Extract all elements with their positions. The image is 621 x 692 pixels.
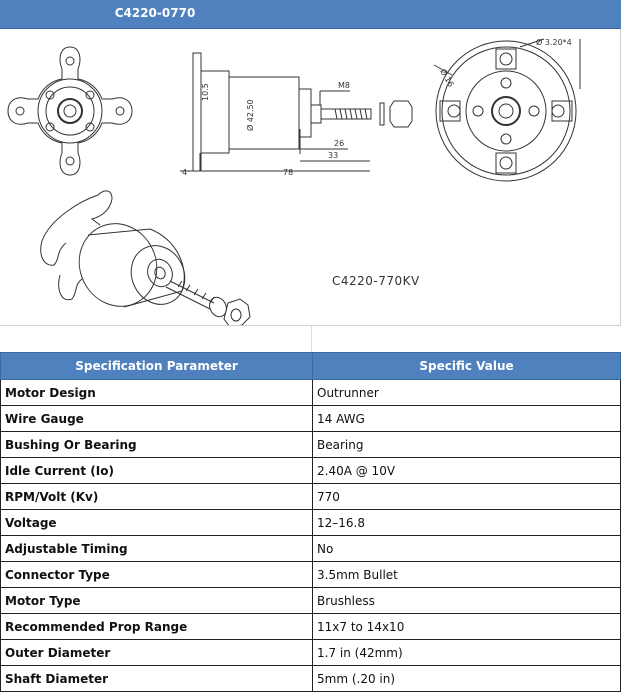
row-value: Bearing	[312, 431, 621, 458]
dim-78: 78	[283, 168, 293, 177]
technical-drawing: M8 26 33 78 4 Ø 42.50 10.5 Ø 3.20*4 Ø 16	[0, 29, 621, 328]
table-row: RPM/Volt (Kv) 770	[0, 483, 621, 510]
row-parameter: Adjustable Timing	[0, 535, 313, 562]
table-row: Wire Gauge 14 AWG	[0, 405, 621, 432]
row-parameter: Connector Type	[0, 561, 313, 588]
row-value: 3.5mm Bullet	[312, 561, 621, 588]
dim-33: 33	[328, 151, 338, 160]
row-parameter: Voltage	[0, 509, 313, 536]
dim-26: 26	[334, 139, 344, 148]
row-value: 1.7 in (42mm)	[312, 639, 621, 666]
table-row: Bushing Or Bearing Bearing	[0, 431, 621, 458]
row-parameter: Bushing Or Bearing	[0, 431, 313, 458]
table-header-row: Specification Parameter Specific Value	[0, 352, 621, 380]
row-value: 11x7 to 14x10	[312, 613, 621, 640]
row-value: No	[312, 535, 621, 562]
row-parameter: Recommended Prop Range	[0, 613, 313, 640]
row-value: 12–16.8	[312, 509, 621, 536]
perspective-view-motor	[40, 190, 251, 328]
dim-mount-diameter: Ø 3.20*4	[536, 37, 572, 47]
dim-flange: 10.5	[201, 83, 210, 101]
spec-table: Specification Parameter Specific Value M…	[0, 352, 621, 692]
row-value: 5mm (.20 in)	[312, 665, 621, 692]
header-value: Specific Value	[312, 352, 621, 380]
side-view-motor	[180, 52, 413, 172]
row-parameter: Idle Current (Io)	[0, 457, 313, 484]
table-row: Motor Type Brushless	[0, 587, 621, 614]
row-value: Outrunner	[312, 379, 621, 406]
row-value: 2.40A @ 10V	[312, 457, 621, 484]
spacer-divider	[311, 326, 312, 352]
table-row: Connector Type 3.5mm Bullet	[0, 561, 621, 588]
table-row: Recommended Prop Range 11x7 to 14x10	[0, 613, 621, 640]
row-parameter: Shaft Diameter	[0, 665, 313, 692]
dim-shaft-thread: M8	[338, 81, 350, 90]
motor-drawing: M8 26 33 78 4 Ø 42.50 10.5 Ø 3.20*4 Ø 16	[7, 37, 581, 328]
table-row: Adjustable Timing No	[0, 535, 621, 562]
row-parameter: Outer Diameter	[0, 639, 313, 666]
spacer	[0, 326, 621, 352]
table-row: Shaft Diameter 5mm (.20 in)	[0, 665, 621, 692]
front-view-mount	[7, 46, 133, 176]
row-parameter: Motor Design	[0, 379, 313, 406]
table-row: Outer Diameter 1.7 in (42mm)	[0, 639, 621, 666]
row-value: 770	[312, 483, 621, 510]
dim-body-diameter: Ø 42.50	[245, 99, 255, 131]
page-title: C4220-0770	[114, 6, 196, 20]
row-value: Brushless	[312, 587, 621, 614]
row-parameter: RPM/Volt (Kv)	[0, 483, 313, 510]
model-label: C4220-770KV	[332, 274, 420, 288]
table-row: Idle Current (Io) 2.40A @ 10V	[0, 457, 621, 484]
table-row: Voltage 12–16.8	[0, 509, 621, 536]
title-bar: C4220-0770	[0, 0, 621, 29]
header-parameter: Specification Parameter	[0, 352, 313, 380]
row-parameter: Wire Gauge	[0, 405, 313, 432]
row-value: 14 AWG	[312, 405, 621, 432]
dim-4: 4	[182, 168, 187, 177]
row-parameter: Motor Type	[0, 587, 313, 614]
back-view-motor	[433, 38, 581, 182]
table-row: Motor Design Outrunner	[0, 379, 621, 406]
